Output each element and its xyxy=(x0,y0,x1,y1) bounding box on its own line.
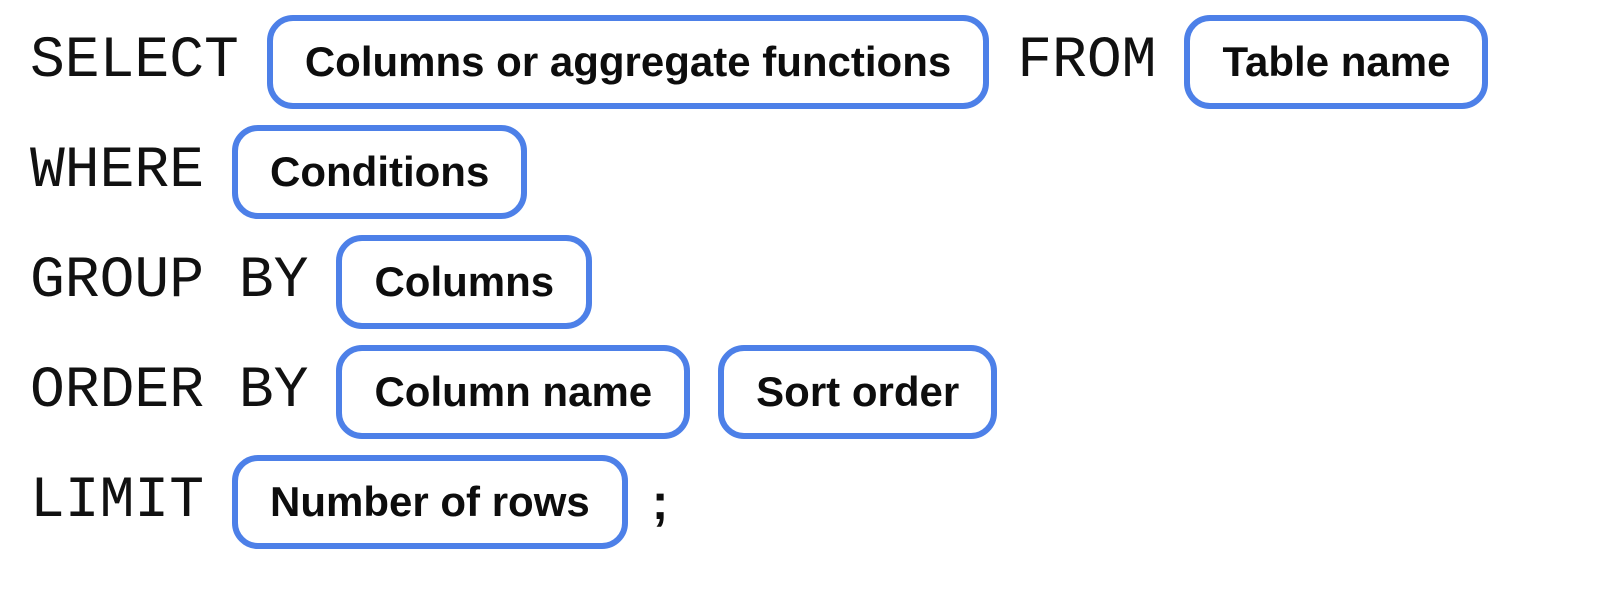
order-by-keyword: ORDER BY xyxy=(30,359,309,424)
order-by-column-placeholder-label: Column name xyxy=(374,368,653,415)
statement-terminator-semicolon: ; xyxy=(651,474,669,530)
limit-placeholder-label: Number of rows xyxy=(270,478,590,525)
from-placeholder-label: Table name xyxy=(1222,38,1451,85)
where-placeholder-label: Conditions xyxy=(270,148,490,195)
select-keyword: SELECT xyxy=(30,29,239,94)
select-from-row: SELECT Columns or aggregate functions FR… xyxy=(30,14,1580,110)
where-keyword: WHERE xyxy=(30,139,205,204)
order-by-sort-placeholder-label: Sort order xyxy=(756,368,960,415)
group-by-row: GROUP BY Columns xyxy=(30,234,1580,330)
order-by-sort-placeholder-box: Sort order xyxy=(718,345,998,439)
order-by-row: ORDER BY Column name Sort order xyxy=(30,344,1580,440)
select-placeholder-box: Columns or aggregate functions xyxy=(266,15,990,109)
from-placeholder-box: Table name xyxy=(1184,15,1489,109)
group-by-keyword: GROUP BY xyxy=(30,249,309,314)
limit-placeholder-box: Number of rows xyxy=(232,455,628,549)
where-placeholder-box: Conditions xyxy=(232,125,528,219)
group-by-placeholder-label: Columns xyxy=(374,258,555,305)
from-keyword: FROM xyxy=(1017,29,1157,94)
group-by-placeholder-box: Columns xyxy=(336,235,593,329)
select-placeholder-label: Columns or aggregate functions xyxy=(304,38,952,85)
order-by-column-placeholder-box: Column name xyxy=(336,345,691,439)
where-row: WHERE Conditions xyxy=(30,124,1580,220)
limit-row: LIMIT Number of rows ; xyxy=(30,454,1580,550)
limit-keyword: LIMIT xyxy=(30,469,205,534)
